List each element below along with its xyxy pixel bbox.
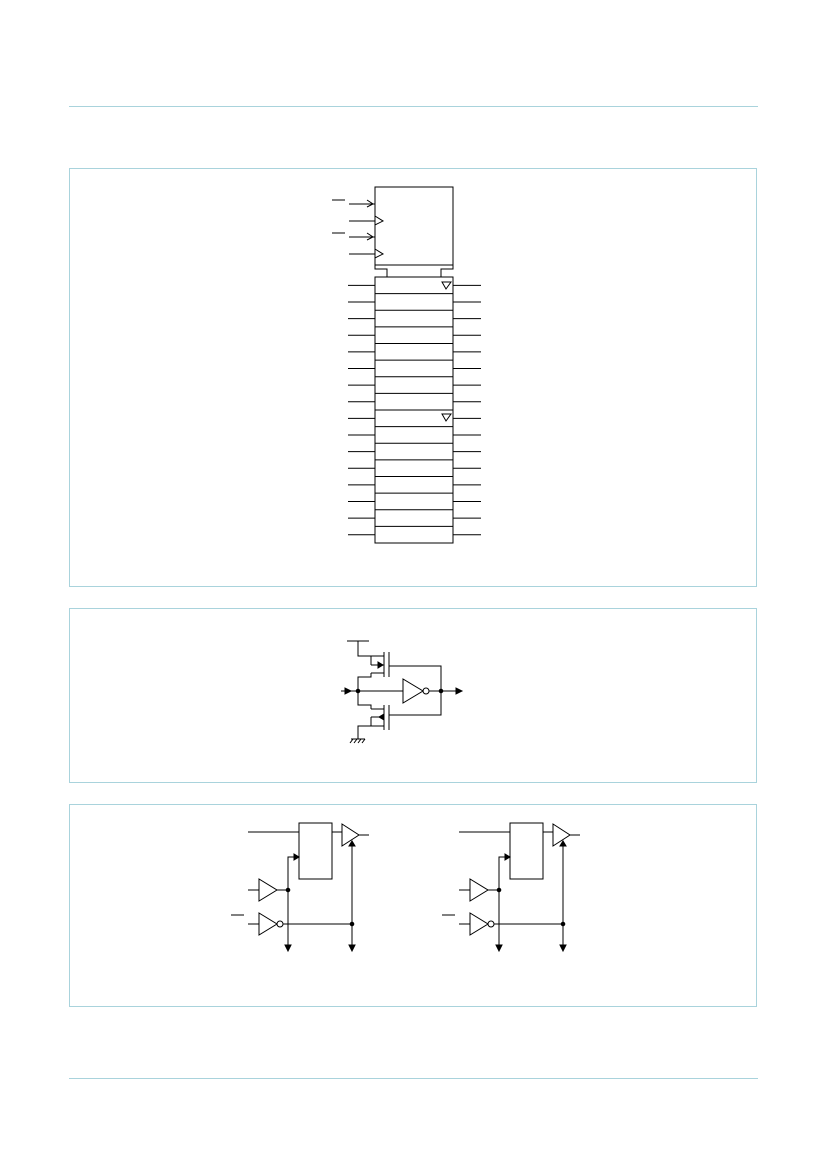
le-buffer bbox=[258, 878, 278, 902]
latch-enable-out-arrow bbox=[284, 944, 292, 953]
latch-enable-line bbox=[498, 856, 510, 951]
control-block-link-right bbox=[440, 265, 454, 277]
latch-enable-out-arrow bbox=[495, 944, 503, 953]
nmos-arrow bbox=[378, 713, 385, 721]
logic-symbol-diagram bbox=[332, 186, 481, 544]
latch-block bbox=[509, 822, 544, 880]
enable-out-arrow bbox=[559, 944, 567, 953]
le-buffer bbox=[469, 878, 489, 902]
output-buffer bbox=[552, 823, 571, 847]
nmos-gate-feedback bbox=[389, 691, 442, 716]
logic-symbol-panel bbox=[69, 168, 757, 587]
latch-enable-line bbox=[287, 856, 299, 951]
output-buffer-symbol-1 bbox=[441, 281, 452, 290]
latch-block bbox=[298, 822, 333, 880]
bus-hold-panel bbox=[69, 608, 757, 783]
buffer-triangle-4 bbox=[374, 248, 385, 259]
inverter bbox=[402, 678, 424, 704]
enable-triangle-1 bbox=[366, 199, 374, 208]
input-to-pmos bbox=[357, 673, 372, 691]
logic-diagram-panel bbox=[69, 804, 757, 1007]
pmos-arrow bbox=[377, 661, 384, 669]
ground-hatch-2 bbox=[353, 738, 358, 744]
le-junction bbox=[496, 887, 502, 893]
control-block-link-left bbox=[374, 265, 388, 277]
enable-triangle-3 bbox=[366, 232, 374, 241]
input-arrow bbox=[344, 687, 353, 695]
oe-buffer bbox=[258, 912, 278, 936]
channel-2 bbox=[442, 822, 580, 953]
output-buffer bbox=[341, 823, 360, 847]
input-to-nmos bbox=[357, 691, 372, 709]
oe-inversion-bubble bbox=[276, 920, 284, 928]
ground-hatch-1 bbox=[349, 738, 354, 744]
ground-hatch-3 bbox=[357, 738, 362, 744]
output-buffer-symbol-2 bbox=[441, 413, 452, 422]
supply-to-pmos bbox=[357, 641, 371, 657]
nmos-to-ground bbox=[357, 725, 371, 739]
enable-arrow bbox=[348, 840, 356, 847]
ground-hatch-4 bbox=[361, 738, 366, 744]
latch-enable-arrow bbox=[504, 853, 511, 861]
enable-arrow bbox=[559, 840, 567, 847]
footer-rule bbox=[69, 1078, 758, 1079]
enable-out-arrow bbox=[348, 944, 356, 953]
logic-diagram bbox=[231, 822, 580, 953]
channel-1 bbox=[231, 822, 369, 953]
bus-hold-diagram bbox=[341, 640, 464, 744]
latch-enable-arrow bbox=[293, 853, 300, 861]
oe-inversion-bubble bbox=[487, 920, 495, 928]
channel-rows bbox=[348, 284, 481, 536]
control-block bbox=[374, 186, 454, 266]
header-rule bbox=[69, 106, 758, 107]
buffer-triangle-2 bbox=[374, 215, 385, 226]
output-arrow bbox=[455, 687, 464, 695]
oe-buffer bbox=[469, 912, 489, 936]
oe-junction bbox=[349, 921, 355, 927]
oe-junction bbox=[560, 921, 566, 927]
pmos-gate-feedback bbox=[389, 665, 442, 691]
le-junction bbox=[285, 887, 291, 893]
